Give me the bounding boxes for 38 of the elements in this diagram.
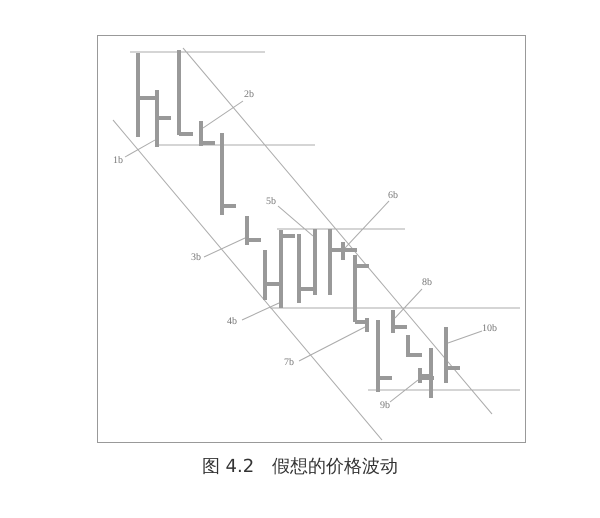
point-label: 6b bbox=[388, 190, 398, 202]
point-label: 3b bbox=[191, 252, 201, 264]
leader-line bbox=[202, 100, 244, 128]
leader-line bbox=[242, 302, 280, 320]
price-bar bbox=[418, 368, 434, 383]
figure-caption: 图 4.2 假想的价格波动 bbox=[200, 455, 400, 478]
point-label: 7b bbox=[284, 357, 294, 369]
point-label: 4b bbox=[227, 316, 237, 328]
point-label: 10b bbox=[482, 323, 497, 335]
price-bar bbox=[391, 310, 407, 333]
point-label: 2b bbox=[244, 89, 254, 101]
point-label: 9b bbox=[380, 400, 390, 412]
leader-line bbox=[390, 380, 418, 402]
leader-line bbox=[344, 200, 390, 248]
price-bar bbox=[376, 320, 392, 392]
price-bar bbox=[145, 90, 171, 147]
leader-line bbox=[394, 288, 422, 318]
price-bar bbox=[331, 242, 357, 260]
price-bar bbox=[199, 121, 215, 146]
point-label: 8b bbox=[422, 277, 432, 289]
leader-line bbox=[298, 326, 366, 362]
leader-line bbox=[448, 330, 482, 344]
price-bar bbox=[355, 318, 369, 332]
price-bar bbox=[444, 327, 460, 383]
leader-line bbox=[278, 206, 314, 236]
leader-line bbox=[124, 140, 156, 158]
price-bar bbox=[279, 230, 295, 308]
point-label: 1b bbox=[113, 155, 123, 167]
price-bar bbox=[177, 50, 193, 136]
price-bar bbox=[263, 250, 279, 300]
price-bar bbox=[406, 335, 422, 357]
point-label: 5b bbox=[266, 196, 276, 208]
price-bar bbox=[220, 133, 236, 215]
price-bar bbox=[245, 216, 261, 245]
leader-line bbox=[204, 238, 246, 258]
price-bar bbox=[419, 348, 433, 398]
price-bar bbox=[303, 229, 317, 295]
price-bar bbox=[353, 255, 369, 322]
